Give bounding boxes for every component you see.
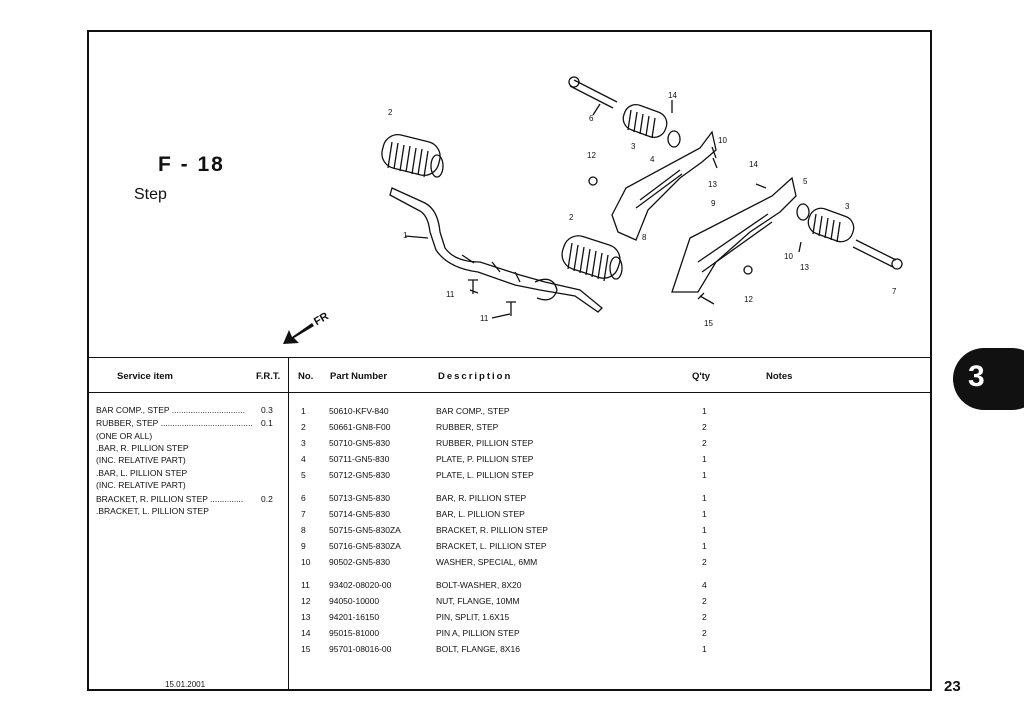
service-item: (INC. RELATIVE PART) <box>96 455 186 465</box>
callout-11: 11 <box>446 290 455 299</box>
section-tab-number: 3 <box>968 360 985 393</box>
header-no: No. <box>298 371 314 382</box>
callout-2: 2 <box>388 108 393 117</box>
callout-12b: 12 <box>744 295 753 304</box>
callout-3: 3 <box>631 142 636 151</box>
header-description: Description <box>438 371 513 382</box>
callout-10b: 10 <box>784 252 793 261</box>
service-frt: 0.2 <box>261 494 273 504</box>
header-qty: Q'ty <box>692 371 711 382</box>
callout-12: 12 <box>587 151 596 160</box>
page-number: 23 <box>944 678 961 695</box>
service-frt: 0.3 <box>261 405 273 415</box>
callout-8: 8 <box>642 233 647 242</box>
service-item: .BRACKET, L. PILLION STEP <box>96 506 209 516</box>
callout-13b: 13 <box>800 263 809 272</box>
header-service-item: Service item <box>117 371 173 382</box>
service-item: BAR COMP., STEP ........................… <box>96 405 245 415</box>
table-top-rule <box>89 357 930 358</box>
table-header-rule <box>89 392 930 393</box>
service-item: (ONE OR ALL) <box>96 431 153 441</box>
section-tab <box>953 348 1024 410</box>
service-item: (INC. RELATIVE PART) <box>96 480 186 490</box>
callout-4: 4 <box>650 155 655 164</box>
page-frame <box>87 30 932 691</box>
callout-7: 7 <box>892 287 897 296</box>
service-item: RUBBER, STEP ...........................… <box>96 418 253 428</box>
step-bar-drawing <box>389 187 603 313</box>
callout-14b: 14 <box>749 160 758 169</box>
header-notes: Notes <box>766 371 793 382</box>
callout-11b: 11 <box>480 314 489 323</box>
right-bracket-drawing <box>611 130 717 241</box>
callout-6: 6 <box>589 114 594 123</box>
callout-10: 10 <box>718 136 727 145</box>
step-rubber-drawing <box>381 134 444 178</box>
callout-2b: 2 <box>569 213 574 222</box>
callout-5: 5 <box>803 177 808 186</box>
figure-title: Step <box>134 186 167 203</box>
header-frt: F.R.T. <box>256 371 281 382</box>
service-item: BRACKET, R. PILLION STEP .............. <box>96 494 244 504</box>
callout-1: 1 <box>403 231 408 240</box>
pillion-pin-drawing <box>569 79 618 109</box>
header-part-number: Part Number <box>330 371 388 382</box>
step-rubber-2-drawing <box>561 235 623 282</box>
service-item: .BAR, L. PILLION STEP <box>96 468 188 478</box>
revision-date: 15.01.2001 <box>165 680 206 689</box>
front-direction-arrow: FR <box>283 310 331 344</box>
callout-15: 15 <box>704 319 713 328</box>
callout-13: 13 <box>708 180 717 189</box>
direction-label: FR <box>312 310 331 328</box>
callout-9: 9 <box>711 199 716 208</box>
exploded-parts-diagram: FR 1 2 2 3 3 4 5 6 7 8 9 10 10 11 11 12 … <box>283 76 903 344</box>
callout-14: 14 <box>668 91 677 100</box>
left-bracket-drawing <box>671 176 797 293</box>
figure-id: F - 18 <box>158 153 225 176</box>
table-divider <box>288 357 289 689</box>
service-frt: 0.1 <box>261 418 273 428</box>
service-item: .BAR, R. PILLION STEP <box>96 443 189 453</box>
callout-3b: 3 <box>845 202 850 211</box>
